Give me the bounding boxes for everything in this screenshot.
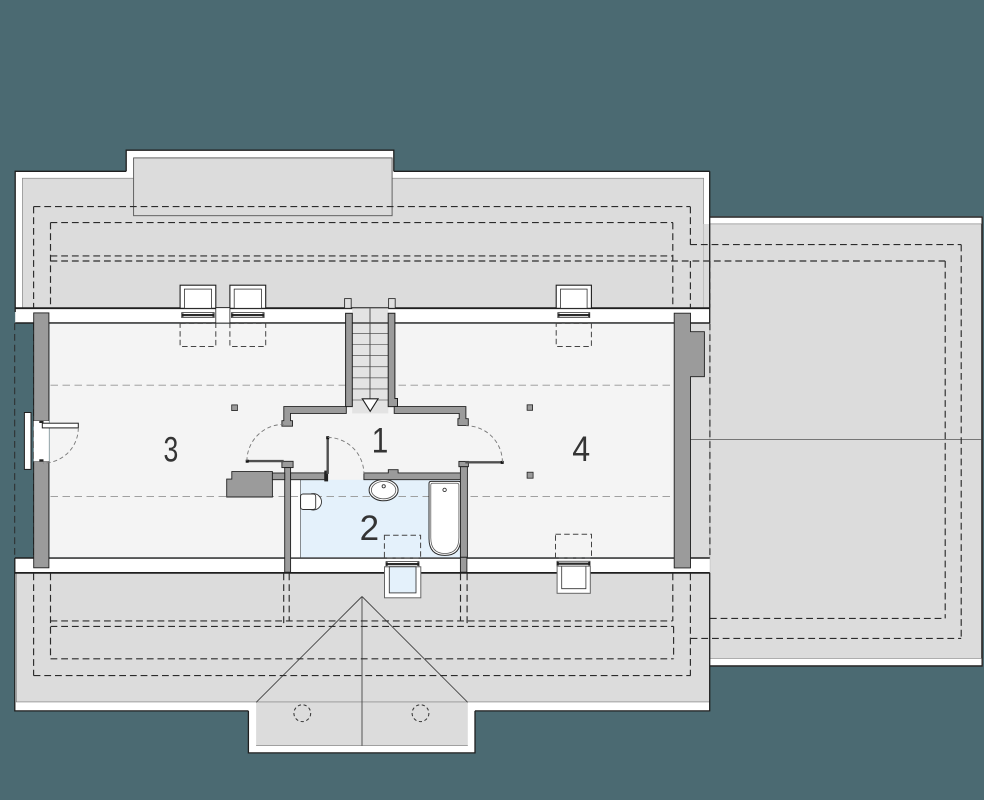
svg-text:3: 3	[163, 430, 178, 469]
svg-text:2: 2	[360, 509, 379, 548]
svg-text:4: 4	[572, 431, 590, 470]
svg-text:1: 1	[372, 421, 389, 460]
